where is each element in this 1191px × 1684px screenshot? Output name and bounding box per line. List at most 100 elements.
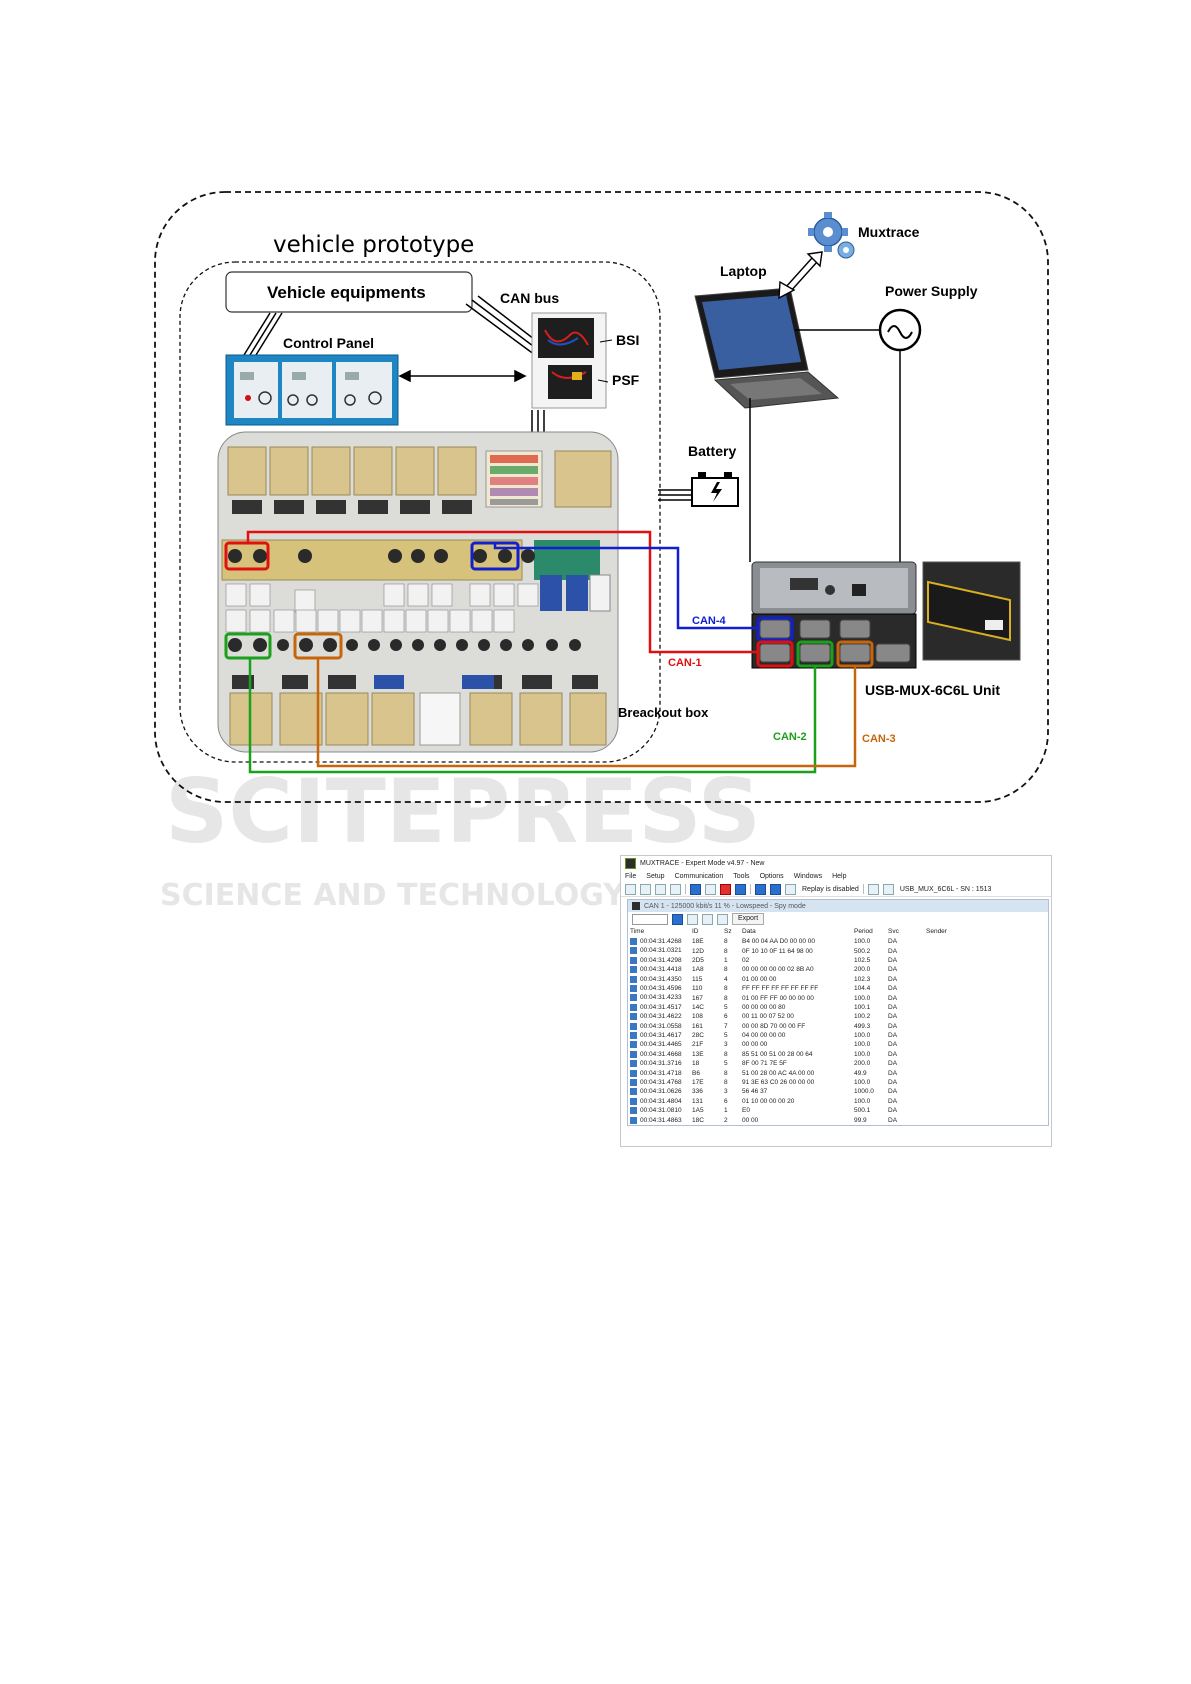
table-cell: 91 3E 63 C0 26 00 00 00 xyxy=(742,1079,815,1087)
table-cell: DA xyxy=(888,1069,898,1077)
muxtrace-toolbar: Replay is disabled USB_MUX_6C6L - SN : 1… xyxy=(621,882,1051,897)
psf-pointer xyxy=(597,379,609,383)
table-cell: DA xyxy=(888,1003,898,1011)
column-header-time[interactable]: Time xyxy=(630,928,645,935)
menu-options[interactable]: Options xyxy=(759,872,784,880)
settings-icon[interactable] xyxy=(867,883,879,895)
table-cell: 7 xyxy=(724,1022,728,1030)
column-header-svc[interactable]: Svc xyxy=(888,928,899,935)
can2-wire xyxy=(248,658,817,774)
table-cell: 00:04:31.0626 xyxy=(628,1087,690,1096)
menu-windows[interactable]: Windows xyxy=(793,872,823,880)
column-header-sender[interactable]: Sender xyxy=(926,928,947,935)
table-cell: 161 xyxy=(692,1022,703,1030)
table-cell: 100.0 xyxy=(854,1050,871,1058)
muxtrace-label: Muxtrace xyxy=(858,224,920,240)
table-cell: 0F 10 10 0F 11 64 98 00 xyxy=(742,947,813,955)
toolbar-separator xyxy=(862,884,864,894)
table-cell: 1 xyxy=(724,1107,728,1115)
table-cell: 4 xyxy=(724,975,728,983)
frame-icon xyxy=(630,1050,637,1058)
can1-wire xyxy=(246,530,758,654)
menu-communication[interactable]: Communication xyxy=(674,872,724,880)
table-cell: 13E xyxy=(692,1050,704,1058)
frame-icon xyxy=(630,985,637,993)
bottom-modules xyxy=(229,692,607,746)
cell-text: 00:04:31.4418 xyxy=(640,966,682,974)
filter-icon[interactable] xyxy=(672,913,683,925)
menu-tools[interactable]: Tools xyxy=(733,872,750,880)
frame-icon xyxy=(630,1078,637,1086)
table-cell: 00:04:31.4418 xyxy=(628,965,690,974)
table-cell: 00 11 00 07 52 00 xyxy=(742,1013,794,1021)
table-cell: 00 00 00 00 80 xyxy=(742,1003,786,1011)
cell-text: 00:04:31.0321 xyxy=(640,947,682,955)
table-cell xyxy=(924,993,1048,1002)
frame-icon xyxy=(630,1022,637,1030)
print-icon[interactable] xyxy=(670,883,681,895)
table-cell: 00 00 00 xyxy=(742,1041,768,1049)
equipment-to-panel-link xyxy=(243,312,283,356)
laptop-label: Laptop xyxy=(720,263,767,279)
layout-icon[interactable] xyxy=(755,883,766,895)
grid-icon[interactable] xyxy=(770,883,781,895)
power-supply-icon xyxy=(878,308,922,352)
table-cell xyxy=(924,1031,1048,1040)
filter-input[interactable] xyxy=(632,913,668,925)
table-cell: E0 xyxy=(742,1107,750,1115)
menu-setup[interactable]: Setup xyxy=(646,872,665,880)
export-button[interactable]: Export xyxy=(732,913,765,925)
table-cell: 00:04:31.4617 xyxy=(628,1031,690,1040)
replay-icon[interactable] xyxy=(785,883,796,895)
table-cell: 17E xyxy=(692,1079,704,1087)
column-header-id[interactable]: ID xyxy=(692,928,699,935)
jack-row-lower xyxy=(228,638,581,652)
table-cell: DA xyxy=(888,975,898,983)
pause-icon[interactable] xyxy=(705,883,716,895)
column-header-period[interactable]: Period xyxy=(854,928,873,935)
new-file-icon[interactable] xyxy=(625,883,636,895)
laptop-icon xyxy=(694,287,840,409)
table-cell: 00 00 00 00 00 02 8B A0 xyxy=(742,966,814,974)
tools-icon[interactable] xyxy=(702,913,713,925)
save-icon[interactable] xyxy=(655,883,666,895)
menu-file[interactable]: File xyxy=(625,872,637,880)
table-cell xyxy=(924,1003,1048,1012)
edit-icon[interactable] xyxy=(687,913,698,925)
column-header-size[interactable]: Sz xyxy=(724,928,732,935)
table-cell: 3 xyxy=(724,1041,728,1049)
subwindow-title: CAN 1 - 125000 kbit/s 11 % - Lowspeed - … xyxy=(644,902,806,910)
battery-to-breakout-link xyxy=(658,489,692,501)
open-folder-icon[interactable] xyxy=(640,883,651,895)
table-cell: 500.2 xyxy=(854,947,871,955)
play-icon[interactable] xyxy=(690,883,701,895)
stop-icon[interactable] xyxy=(720,883,731,895)
cell-text: 00:04:31.4350 xyxy=(640,975,682,983)
cell-text: 00:04:31.4718 xyxy=(640,1069,682,1077)
menu-help[interactable]: Help xyxy=(832,872,847,880)
table-cell: 00:04:31.3716 xyxy=(628,1059,690,1068)
refresh-icon[interactable] xyxy=(735,883,746,895)
table-cell: 02 xyxy=(742,956,750,964)
column-header-data[interactable]: Data xyxy=(742,928,756,935)
